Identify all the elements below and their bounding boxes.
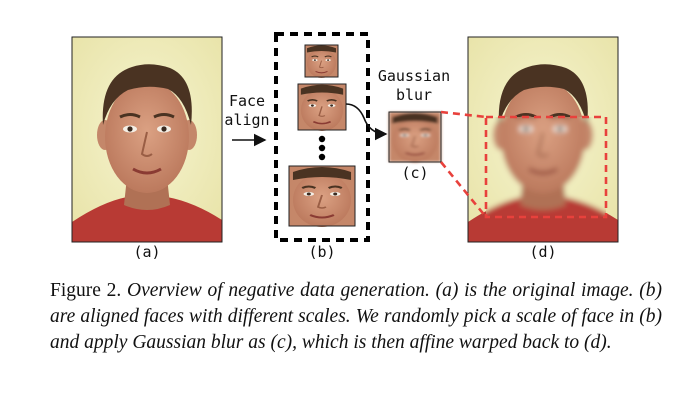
label-d: (d): [529, 243, 557, 261]
aligned-face-small: [304, 44, 339, 79]
warped-face-image: [466, 35, 620, 244]
label-a: (a): [133, 243, 161, 261]
caption-prefix: Figure 2.: [50, 280, 122, 301]
figure-diagram: [70, 32, 620, 244]
gaussian-line1: Gaussian: [377, 67, 451, 85]
figure-caption: Figure 2. Overview of negative data gene…: [50, 278, 662, 356]
gaussian-blur-label: Gaussian blur: [369, 67, 459, 105]
blurred-face-image: [387, 110, 443, 164]
warp-region: [439, 110, 608, 219]
caption-text: Overview of negative data generation. (a…: [50, 280, 662, 353]
ellipsis-dots: [318, 135, 326, 161]
gaussian-line2: blur: [395, 86, 433, 104]
blur-arrow: [345, 103, 388, 141]
original-face-image: [70, 35, 224, 244]
face-align-line2: align: [224, 111, 270, 129]
aligned-face-large: [287, 164, 357, 229]
aligned-faces-box: [274, 32, 370, 242]
face-align-label: Face align: [218, 92, 276, 130]
label-c: (c): [401, 164, 429, 182]
label-b: (b): [308, 243, 336, 261]
face-align-line1: Face: [228, 92, 266, 110]
aligned-face-medium: [297, 83, 347, 132]
